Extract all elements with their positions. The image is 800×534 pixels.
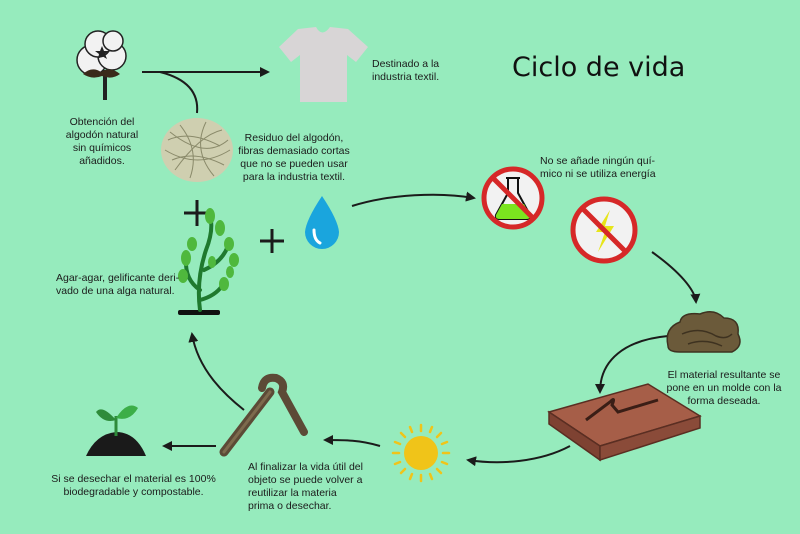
- arrow-sun-to-hanger: [323, 435, 381, 447]
- arrow-pile-to-mold: [595, 335, 669, 394]
- sun-icon: [391, 423, 451, 483]
- material-pile-icon: [666, 311, 741, 353]
- label-agar: Agar-agar, gelificante deri- vado de una…: [56, 272, 180, 297]
- label-cotton: Obtención del algodón natural sin químic…: [65, 116, 139, 167]
- label-no-chemicals: No se añade ningún quí- mico ni se utili…: [540, 155, 656, 180]
- label-compost: Si se desechar el material es 100% biode…: [51, 473, 216, 498]
- cotton-icon: [76, 30, 127, 100]
- sprout-soil-icon: [86, 405, 146, 456]
- arrow-mold-to-sun: [466, 445, 571, 467]
- no-chemicals-icon: [481, 166, 545, 230]
- seaweed-icon: [178, 208, 239, 315]
- tshirt-icon: [279, 27, 368, 102]
- plus-sign-2: [260, 229, 284, 253]
- page-title: Ciclo de vida: [512, 52, 686, 83]
- label-mold: El material resultante se pone en un mol…: [666, 369, 782, 407]
- arrow-water-to-flask: [351, 191, 476, 207]
- no-energy-icon: [570, 196, 638, 264]
- cotton-residue-icon: [161, 118, 233, 182]
- water-drop-icon: [305, 196, 339, 249]
- arrow-branch-to-residue: [159, 71, 199, 114]
- label-textile: Destinado a la industria textil.: [372, 58, 440, 83]
- arrow-hanger-to-seaweed: [188, 332, 245, 411]
- arrow-bolt-to-pile: [651, 251, 701, 304]
- hanger-object-icon: [219, 373, 308, 457]
- flow-arrows: [142, 67, 701, 467]
- label-reuse: Al finalizar la vida útil del objeto se …: [248, 461, 363, 512]
- label-residue: Residuo del algodón, fibras demasiado co…: [238, 132, 350, 183]
- mold-icon: [547, 383, 702, 462]
